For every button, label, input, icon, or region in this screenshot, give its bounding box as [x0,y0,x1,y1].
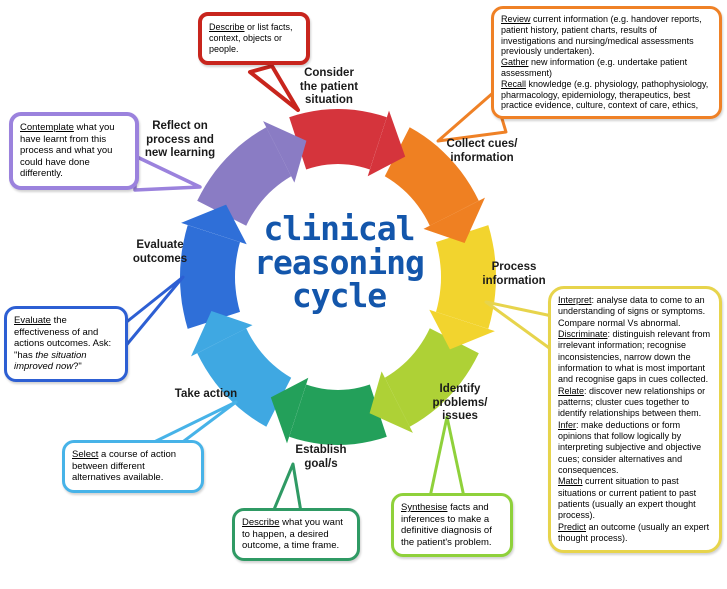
stage-label-consider-patient-situation: Consider the patient situation [299,67,359,107]
ring-segment-1 [289,109,387,170]
callout-tail-evaluate [122,275,185,350]
callout-contemplate-learning: Contemplate what you have learnt from th… [9,112,139,190]
ring-segment-2 [384,127,479,226]
stage-label-evaluate-outcomes: Evaluate outcomes [132,239,188,265]
stage-label-collect-cues-information: Collect cues/ information [446,138,518,164]
callout-text: Contemplate what you have learnt from th… [20,122,115,180]
ring-arrowheads [181,110,495,444]
ring-segment-4 [384,328,479,427]
stage-label-take-action: Take action [174,388,238,400]
callout-text: Interpret: analyse data to come to an un… [558,295,711,543]
ring-segment-6 [197,328,292,427]
callout-text: Evaluate the effectiveness of and action… [14,315,112,373]
callout-describe-situation: Describe or list facts, context, objects… [198,12,310,65]
diagram-title: clinical reasoning cycle [254,209,425,316]
ring-arrowhead-3 [429,309,495,350]
ring-arrowhead-6 [191,311,253,357]
ring-arrowhead-4 [369,371,413,433]
ring-segment-8 [197,127,292,226]
stage-label-identify-problems-issues: Identify problems/ issues [432,383,488,423]
callout-tail-process [484,300,554,352]
stage-label-establish-goals: Establish goal/s [295,444,347,470]
callout-text: Describe or list facts, context, objects… [209,22,293,54]
callout-text: Synthesise facts and inferences to make … [401,502,492,548]
ring-arrowhead-2 [423,197,485,243]
ring-segment-3 [436,225,496,329]
ring-arrowhead-7 [181,204,247,245]
ring-arrowhead-1 [367,110,406,177]
ring-segment-5 [289,384,387,445]
callout-tail-consider [248,64,300,112]
callout-tail-identify [428,415,466,499]
ring-segments [180,109,496,445]
stage-label-process-information: Process information [482,261,546,287]
callout-synthesise-diagnosis: Synthesise facts and inferences to make … [391,493,513,558]
stage-label-reflect-on-process: Reflect on process and new learning [144,120,216,160]
callout-tail-take [148,400,238,446]
callout-select-action: Select a course of action between differ… [62,440,204,493]
callout-tail-reflect [133,154,202,192]
callout-text: Select a course of action between differ… [72,449,177,484]
ring-segment-7 [180,225,240,329]
ring-arrowhead-5 [270,377,309,444]
callout-describe-goal: Describe what you want to happen, a desi… [232,508,360,561]
callout-text: Review current information (e.g. handove… [501,14,709,111]
callout-process-information: Interpret: analyse data to come to an un… [548,286,722,554]
callout-tail-establish [271,462,303,514]
ring-arrowhead-8 [263,121,307,183]
callout-evaluate-effectiveness: Evaluate the effectiveness of and action… [4,306,128,382]
callout-text: Describe what you want to happen, a desi… [242,517,343,552]
callout-collect-cues: Review current information (e.g. handove… [491,6,722,120]
callout-pointers [122,64,554,514]
